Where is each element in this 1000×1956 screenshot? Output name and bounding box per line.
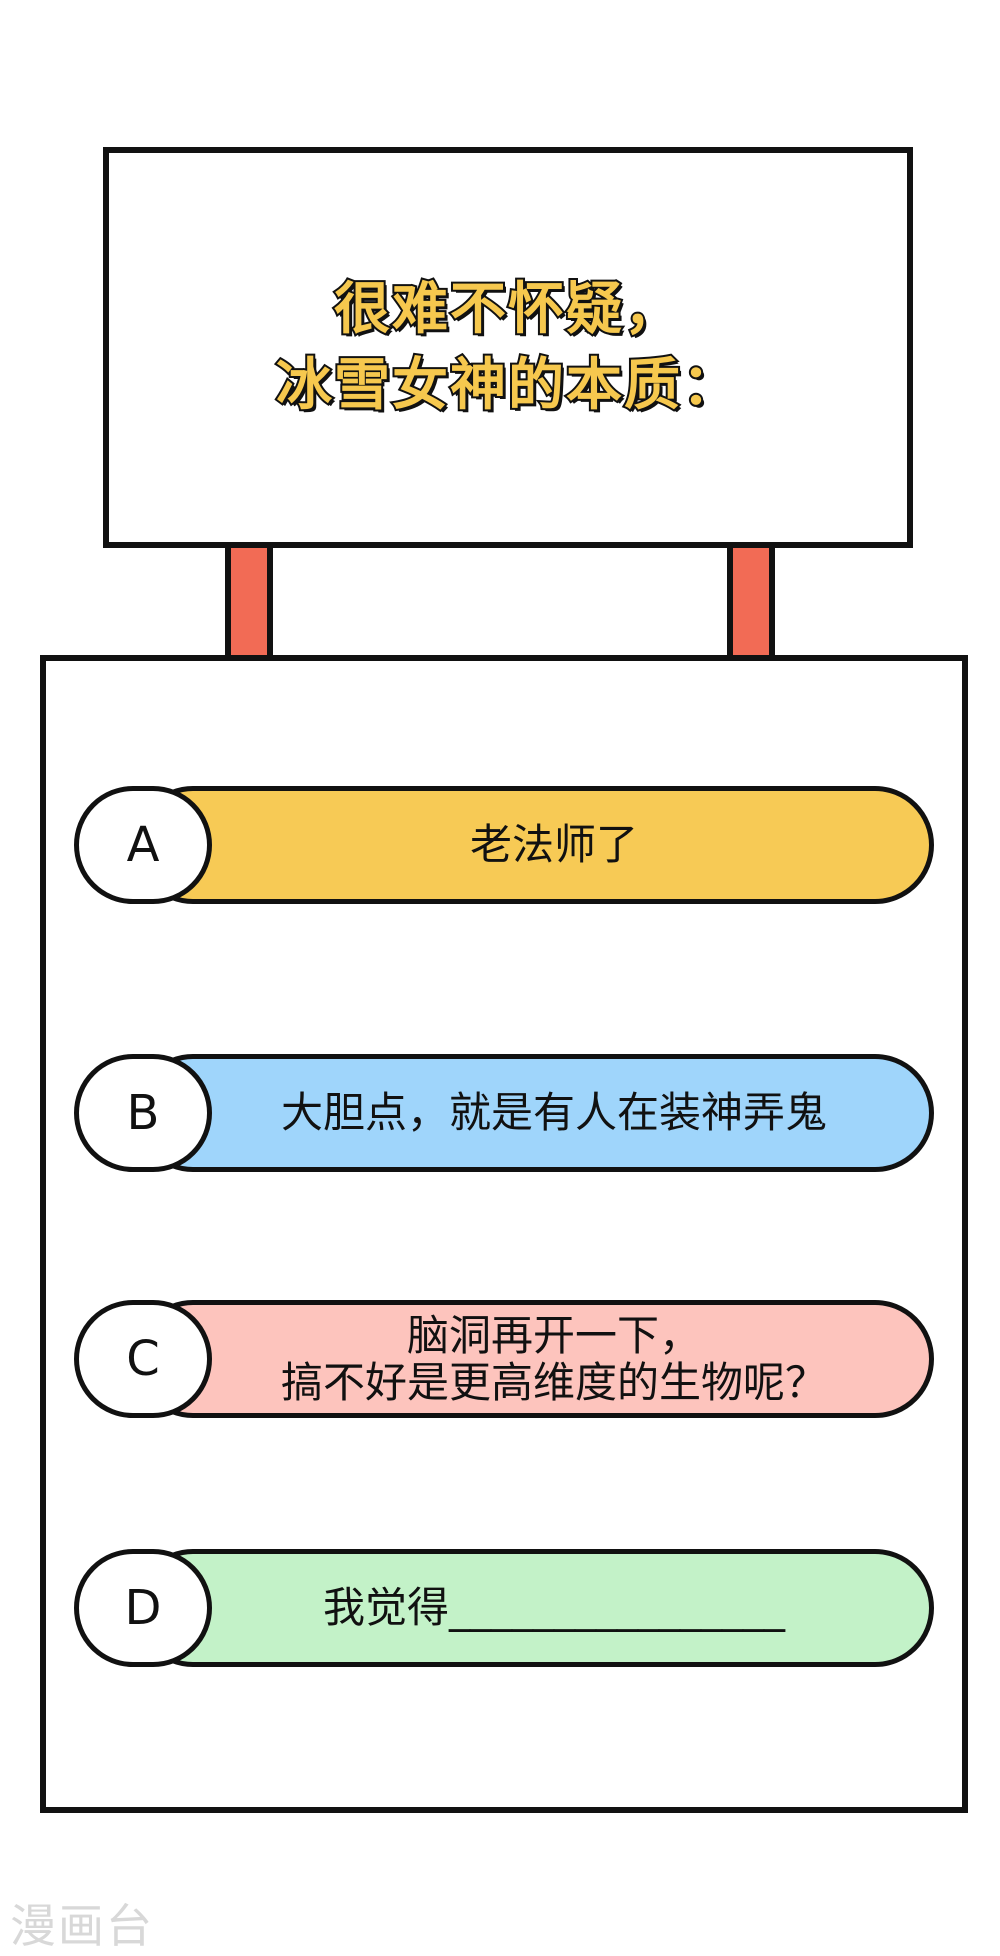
option-b[interactable]: 大胆点，就是有人在装神弄鬼 B <box>74 1054 934 1172</box>
option-a-letter: A <box>74 786 212 904</box>
option-d-text: 我觉得________________ <box>322 1583 785 1633</box>
option-a[interactable]: 老法师了 A <box>74 786 934 904</box>
option-c-bar[interactable]: 脑洞再开一下， 搞不好是更高维度的生物呢？ <box>134 1300 934 1418</box>
option-b-text: 大胆点，就是有人在装神弄鬼 <box>280 1088 827 1138</box>
sign-post-right <box>727 548 775 658</box>
option-d-bar[interactable]: 我觉得________________ <box>134 1549 934 1667</box>
sign-post-left <box>225 548 273 658</box>
option-c-text: 脑洞再开一下， 搞不好是更高维度的生物呢？ <box>280 1310 827 1407</box>
option-c-letter: C <box>74 1300 212 1418</box>
watermark: 漫画台 <box>10 1899 154 1953</box>
question-line-2: 冰雪女神的本质： <box>274 352 740 418</box>
option-a-bar[interactable]: 老法师了 <box>134 786 934 904</box>
option-c[interactable]: 脑洞再开一下， 搞不好是更高维度的生物呢？ C <box>74 1300 934 1418</box>
option-d-letter: D <box>74 1549 212 1667</box>
question-line-1: 很难不怀疑， <box>332 276 682 342</box>
option-b-bar[interactable]: 大胆点，就是有人在装神弄鬼 <box>134 1054 934 1172</box>
question-sign: 很难不怀疑， 冰雪女神的本质： <box>103 147 913 548</box>
option-a-text: 老法师了 <box>469 820 638 870</box>
option-d[interactable]: 我觉得________________ D <box>74 1549 934 1667</box>
option-b-letter: B <box>74 1054 212 1172</box>
